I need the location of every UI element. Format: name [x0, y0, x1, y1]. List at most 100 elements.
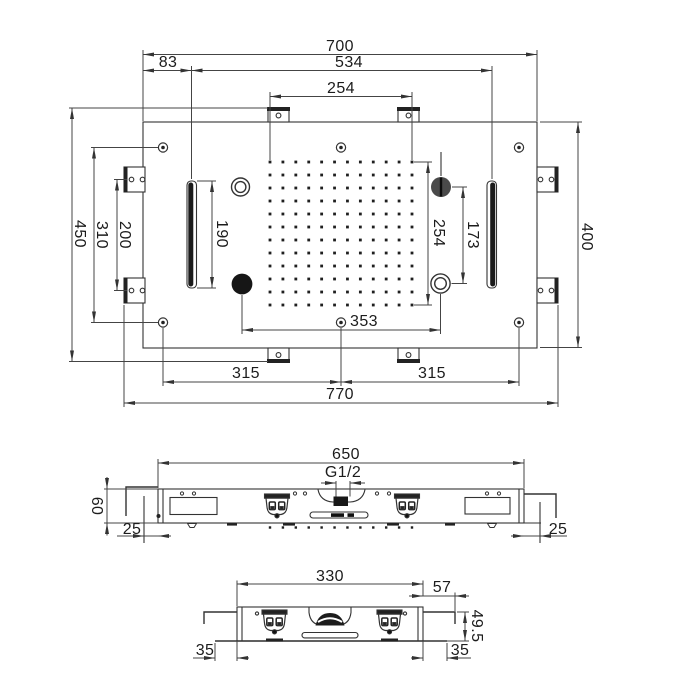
spray-nozzle	[371, 303, 375, 307]
dim-top-screw-spacing-v: 310	[93, 221, 110, 249]
dim-side-inset-right: 25	[548, 521, 568, 538]
spray-nozzle	[281, 526, 285, 529]
ceiling-hook-left	[125, 486, 158, 543]
spray-nozzle	[281, 290, 285, 294]
spray-nozzle	[371, 225, 375, 229]
spray-nozzle	[358, 212, 362, 216]
spray-nozzle	[333, 173, 336, 177]
spray-nozzle	[320, 290, 324, 294]
spray-nozzle	[397, 277, 401, 281]
top-view	[123, 107, 559, 363]
spray-nozzle	[307, 212, 311, 216]
spray-nozzle	[384, 238, 388, 242]
spray-nozzle	[294, 238, 298, 242]
ceiling-hook-right-end	[423, 611, 456, 624]
spray-nozzle	[358, 225, 362, 229]
side-nozzle-row	[268, 526, 414, 529]
spray-nozzle	[397, 290, 401, 294]
spray-nozzle	[371, 238, 375, 242]
spray-nozzle	[346, 212, 349, 216]
spray-nozzle	[320, 238, 324, 242]
spray-nozzle	[268, 277, 272, 281]
spray-nozzle	[268, 526, 272, 529]
spray-nozzle	[268, 173, 272, 177]
spray-nozzle	[346, 290, 349, 294]
spray-nozzle	[307, 526, 310, 529]
spray-nozzle	[346, 251, 349, 255]
spray-nozzle	[358, 303, 362, 307]
spray-nozzle	[307, 277, 311, 281]
spray-nozzle	[294, 173, 298, 177]
spray-nozzle	[371, 212, 375, 216]
mounting-plate	[142, 121, 538, 349]
spray-nozzle	[358, 238, 362, 242]
spray-nozzle	[410, 225, 414, 229]
spray-nozzle	[268, 238, 272, 242]
side-bracket-left-top	[123, 166, 146, 193]
spray-nozzle	[410, 303, 414, 307]
spray-nozzle	[294, 212, 298, 216]
dim-end-width: 330	[316, 568, 344, 585]
waterfall-window-end	[301, 631, 359, 639]
spray-nozzle	[294, 225, 298, 229]
dim-end-height: 49.5	[468, 609, 485, 643]
dim-top-screw-right: 315	[418, 365, 446, 382]
spray-nozzle	[384, 277, 388, 281]
spray-nozzle	[268, 212, 272, 216]
spray-nozzle	[371, 277, 375, 281]
spray-nozzle	[320, 251, 324, 255]
spray-nozzle	[281, 238, 285, 242]
spray-nozzle	[384, 264, 388, 268]
spray-nozzle	[358, 264, 362, 268]
spray-nozzle	[346, 186, 349, 190]
spray-nozzle	[294, 264, 298, 268]
spray-nozzle	[294, 199, 298, 203]
spray-nozzle	[320, 212, 324, 216]
side-panel-left	[169, 496, 218, 516]
spray-nozzle	[333, 303, 336, 307]
spray-nozzle	[410, 290, 414, 294]
spray-nozzle	[359, 526, 362, 529]
waterfall-slot-right	[486, 180, 498, 289]
spray-nozzle	[320, 173, 324, 177]
spray-nozzle	[397, 160, 401, 164]
spray-nozzle	[384, 251, 388, 255]
spray-nozzle	[372, 526, 375, 529]
spray-nozzle	[358, 173, 362, 177]
spray-nozzle	[410, 238, 414, 242]
spray-nozzle	[346, 173, 349, 177]
spray-nozzle	[333, 290, 336, 294]
dim-top-overall-height: 450	[71, 220, 88, 248]
face-hole-pairs	[179, 491, 502, 496]
spray-nozzle	[358, 290, 362, 294]
spray-nozzle	[410, 160, 414, 164]
spray-nozzle	[307, 160, 311, 164]
spray-nozzle	[294, 277, 298, 281]
dim-top-bar-offset: 83	[158, 54, 178, 71]
dim-top-outlet-spacing-h: 353	[350, 313, 378, 330]
spray-nozzle	[307, 238, 311, 242]
spray-nozzle	[294, 290, 298, 294]
spray-nozzle-grid	[268, 160, 414, 307]
spray-nozzle	[333, 238, 336, 242]
spray-nozzle	[371, 199, 375, 203]
spray-nozzle	[307, 264, 311, 268]
spray-nozzle	[371, 173, 375, 177]
spray-nozzle	[346, 303, 349, 307]
spray-nozzle	[281, 160, 285, 164]
waterfall-slot-left	[186, 180, 198, 289]
spray-nozzle	[397, 186, 401, 190]
spray-nozzle	[384, 186, 388, 190]
spray-nozzle	[358, 277, 362, 281]
spray-nozzle	[397, 303, 401, 307]
top-view-dimension-lines	[69, 50, 582, 407]
dim-top-plate-height: 400	[578, 223, 595, 251]
spray-nozzle	[268, 290, 272, 294]
spray-nozzle	[333, 186, 336, 190]
outlet-dark-top-right	[431, 152, 451, 197]
spray-nozzle	[307, 225, 311, 229]
spray-nozzle	[294, 251, 298, 255]
spray-nozzle	[333, 160, 336, 164]
